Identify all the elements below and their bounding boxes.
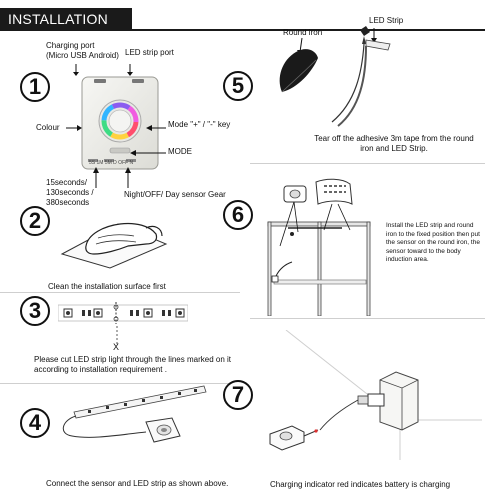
scissors-icon: X xyxy=(113,342,120,352)
step5-caption: Tear off the adhesive 3m tape from the r… xyxy=(314,134,474,153)
sensor-strip-connection-illustration xyxy=(54,378,234,456)
step-number-7: 7 xyxy=(223,380,253,410)
mode-label: MODE xyxy=(168,147,192,156)
bottom-switch-arrows xyxy=(90,166,140,188)
mode-key-label: Mode "+" / "-" key xyxy=(168,120,231,129)
installation-header: INSTALLATION xyxy=(0,8,132,30)
step-number-5: 5 xyxy=(223,71,253,101)
charging-port-label: Charging port xyxy=(46,41,95,50)
mode-key-arrow xyxy=(146,124,166,132)
led-strip-cut-illustration xyxy=(58,302,188,324)
charging-port-sublabel: (Micro USB Android) xyxy=(46,51,119,60)
sensor-gear-label: Night/OFF/ Day sensor Gear xyxy=(124,190,226,199)
step3-caption: Please cut LED strip light through the l… xyxy=(34,355,231,374)
timer-label-2: 130seconds / xyxy=(46,188,94,197)
divider-left-1 xyxy=(0,292,240,293)
step-number-4: 4 xyxy=(20,408,50,438)
timer-label-3: 380seconds xyxy=(46,198,90,207)
controller-device xyxy=(80,75,162,173)
led-strip-label: LED Strip xyxy=(369,16,404,25)
mode-arrow xyxy=(130,149,166,157)
step2-caption: Clean the installation surface first xyxy=(48,282,166,291)
round-iron-label: Round iron xyxy=(283,28,323,37)
shelf-installation-illustration xyxy=(258,176,380,316)
step6-caption: Install the LED strip and round iron to … xyxy=(386,222,480,263)
hand-wiping-illustration xyxy=(58,204,168,270)
divider-right-1 xyxy=(250,163,485,164)
colour-arrow xyxy=(66,124,82,132)
step7-caption: Charging indicator red indicates battery… xyxy=(270,480,451,489)
step-number-2: 2 xyxy=(20,206,50,236)
round-iron-and-strip-illustration xyxy=(262,22,402,130)
step-number-3: 3 xyxy=(20,296,50,326)
divider-left-2 xyxy=(0,383,240,384)
colour-label: Colour xyxy=(36,123,60,132)
step-number-6: 6 xyxy=(223,200,253,230)
header-rule xyxy=(0,29,485,31)
timer-label-1: 15seconds/ xyxy=(46,178,87,187)
step4-caption: Connect the sensor and LED strip as show… xyxy=(46,479,229,488)
port-arrows xyxy=(70,62,150,76)
switch-markings: 5S 1M 5M D OFF N xyxy=(89,160,134,166)
step-number-1: 1 xyxy=(20,72,50,102)
led-strip-port-label: LED strip port xyxy=(125,48,174,57)
charging-illustration xyxy=(250,330,482,460)
cut-line-marker xyxy=(114,326,120,344)
divider-right-2 xyxy=(250,318,485,319)
